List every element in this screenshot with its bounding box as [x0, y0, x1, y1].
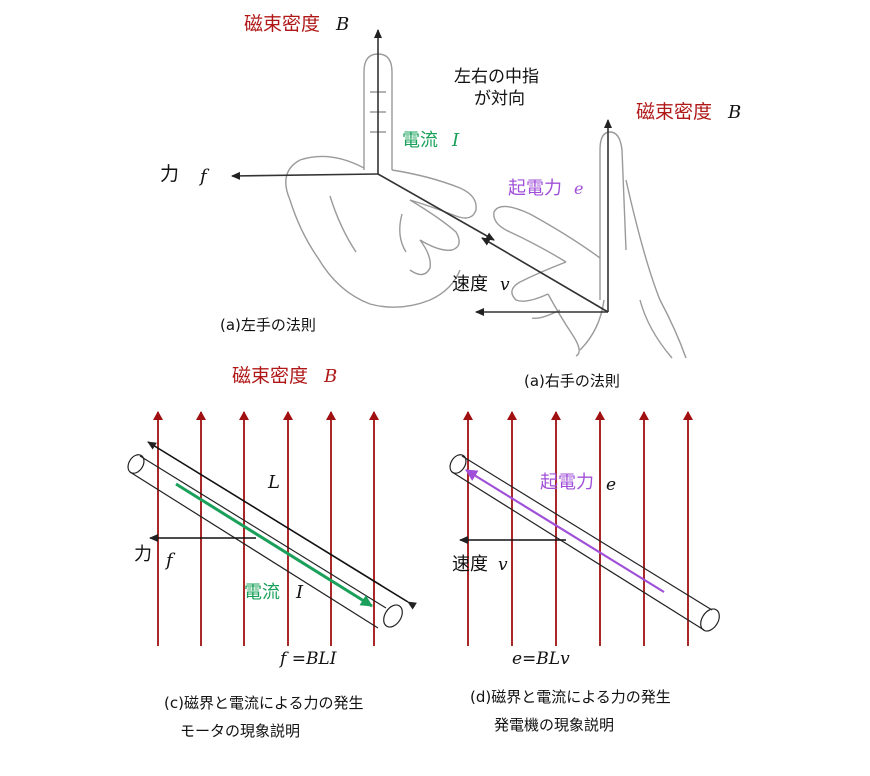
label-velocity-top: 速度 — [452, 274, 488, 295]
label-velocity-top-sym: v — [500, 275, 510, 295]
formula-motor: f =BLI — [278, 649, 337, 669]
label-flux-right: 磁束密度 — [636, 101, 712, 123]
right-hand-axes — [475, 119, 612, 316]
label-flux-bottom-sym: B — [323, 366, 337, 387]
left-hand-illustration — [285, 53, 477, 308]
label-emf-bottom-sym: e — [606, 475, 616, 495]
label-flux-right-sym: B — [727, 102, 741, 123]
panel-d-conductor — [449, 454, 720, 632]
label-emf-bottom: 起電力 — [540, 472, 594, 493]
caption-right-hand-rule: (a)右手の法則 — [524, 372, 620, 390]
label-force-bottom: 力 — [134, 544, 152, 565]
axis-force-left — [231, 171, 379, 180]
current-arrow-c — [175, 482, 373, 608]
caption-d-line2: 発電機の現象説明 — [494, 716, 614, 734]
label-flux-top: 磁束密度 — [244, 13, 320, 35]
label-flux-bottom: 磁束密度 — [232, 365, 308, 387]
caption-c-line1: (c)磁界と電流による力の発生 — [164, 694, 364, 712]
label-emf-top-sym: e — [574, 179, 583, 198]
left-hand-axes — [231, 29, 495, 241]
axis-emf-right — [481, 237, 609, 313]
label-current-top-sym: I — [451, 130, 460, 151]
label-emf-top: 起電力 — [508, 178, 562, 199]
label-force-top-sym: f — [198, 166, 210, 187]
label-velocity-bottom: 速度 — [452, 554, 488, 575]
caption-c-line2: モータの現象説明 — [180, 722, 300, 740]
panel-c-field-lines — [153, 411, 379, 646]
middle-note-line2: が対向 — [474, 89, 525, 109]
label-current-bottom: 電流 — [244, 582, 280, 603]
label-flux-top-sym: B — [335, 14, 349, 35]
label-current-top: 電流 — [402, 130, 438, 151]
label-length: L — [267, 472, 280, 493]
formula-generator: e=BLv — [512, 649, 570, 669]
emf-arrow-d — [465, 469, 665, 593]
label-force-bottom-sym: f — [164, 550, 176, 571]
caption-left-hand-rule: (a)左手の法則 — [220, 316, 316, 334]
right-hand-illustration — [493, 131, 687, 359]
middle-note-line1: 左右の中指 — [454, 67, 539, 87]
panel-d-field-lines — [463, 411, 693, 646]
label-velocity-bottom-sym: v — [498, 555, 508, 575]
axis-current-left — [377, 173, 495, 241]
caption-d-line1: (d)磁界と電流による力の発生 — [470, 688, 671, 706]
length-arrow-c — [147, 441, 417, 610]
label-current-bottom-sym: I — [295, 582, 304, 603]
label-force-top: 力 — [160, 163, 179, 185]
